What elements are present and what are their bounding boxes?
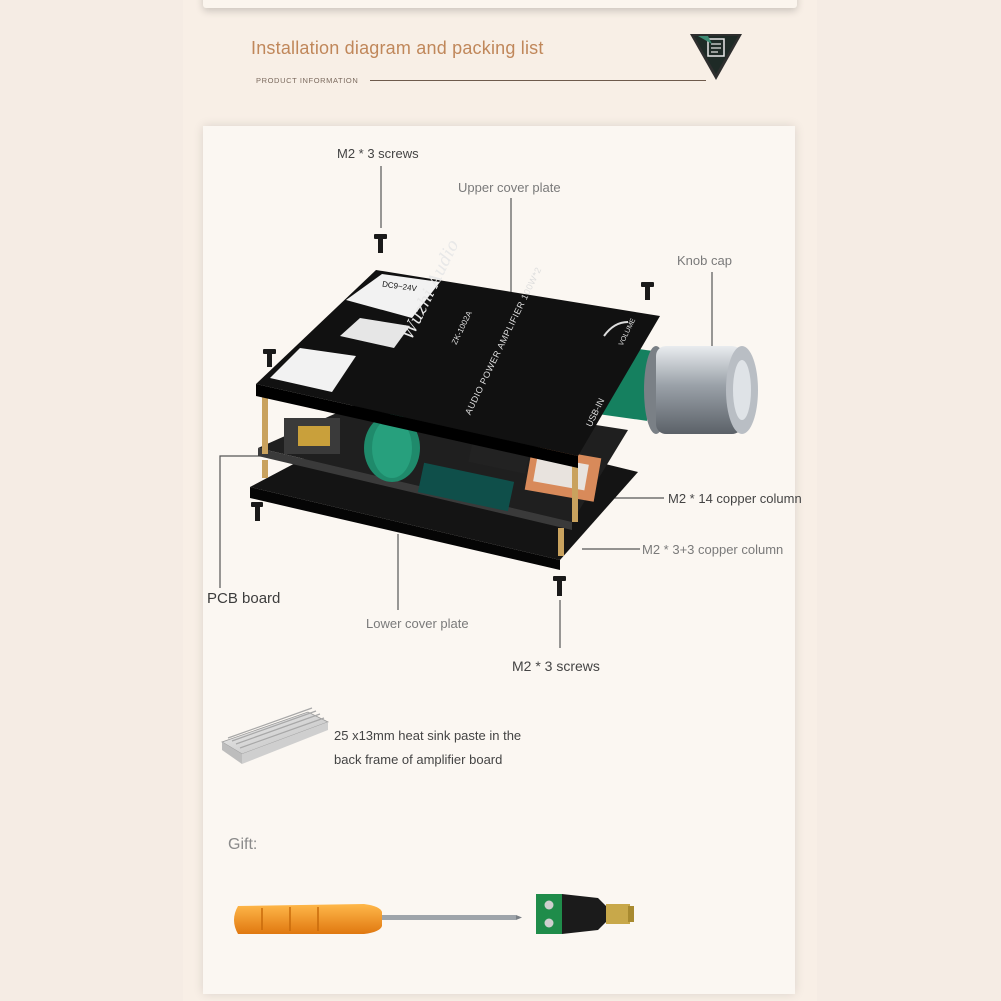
label-knob-cap: Knob cap: [677, 253, 732, 268]
header-divider: [370, 80, 706, 81]
gift-label: Gift:: [228, 836, 258, 853]
previous-section-strip: [203, 0, 797, 8]
section-subtitle: PRODUCT INFORMATION: [256, 76, 359, 85]
label-pcb-board: PCB board: [207, 590, 281, 607]
heatsink-line-2: back frame of amplifier board: [334, 752, 503, 767]
label-upper-cover: Upper cover plate: [458, 180, 561, 195]
screwdriver-icon: [234, 904, 522, 934]
dc-connector-icon: [536, 894, 634, 934]
packing-list-card: [203, 126, 795, 994]
document-icon: [690, 34, 742, 80]
label-copper-column-14: M2 * 14 copper column: [668, 491, 802, 506]
label-copper-column-3-3: M2 * 3+3 copper column: [642, 542, 784, 557]
label-top-screws: M2 * 3 screws: [337, 146, 419, 161]
section-title: Installation diagram and packing list: [251, 38, 544, 58]
label-lower-cover: Lower cover plate: [366, 616, 469, 631]
heatsink-line-1: 25 x13mm heat sink paste in the: [334, 728, 522, 743]
label-bottom-screws: M2 * 3 screws: [512, 658, 600, 674]
heatsink-description: 25 x13mm heat sink paste in the back fra…: [334, 724, 521, 772]
